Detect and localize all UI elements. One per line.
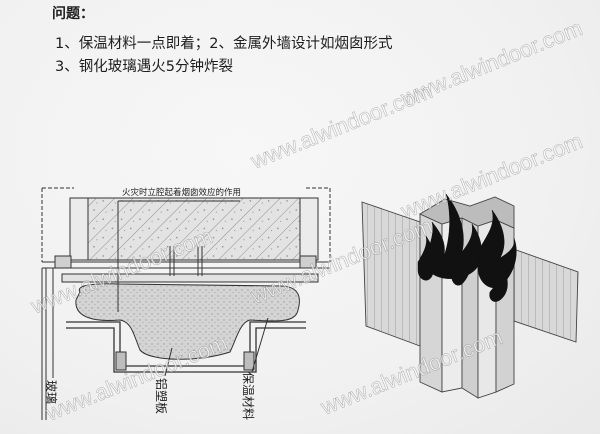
- issue-line-2: 3、钢化玻璃遇火5分钟炸裂: [55, 59, 233, 75]
- label-insulation: 保温材料: [241, 372, 255, 421]
- concrete-slab: [87, 197, 301, 261]
- label-leaders: [52, 268, 269, 378]
- glass-panel-right: [504, 245, 579, 343]
- steel-angle: [61, 273, 319, 283]
- chimney-effect-callout: 火灾时立腔起着烟囱效应的作用: [122, 188, 242, 198]
- callout-leader: [117, 200, 240, 312]
- aluminum-composite-panel: [66, 321, 306, 373]
- label-aluminum-panel: 铝塑板: [154, 378, 168, 415]
- isometric-drawing: [361, 193, 579, 399]
- glass-line: [41, 268, 47, 420]
- glass-panel-left: [361, 201, 421, 347]
- insulation-fill: [75, 283, 300, 360]
- issue-line-1: 1、保温材料一点即着；2、金属外墙设计如烟囱形式: [55, 36, 393, 52]
- slab-edge-profile: [69, 197, 319, 261]
- fire-icon: [417, 193, 517, 302]
- panel-bracket-right: [243, 351, 255, 371]
- right-gasket: [299, 255, 317, 269]
- panel-bracket-left: [115, 351, 127, 371]
- building-outline: [41, 187, 331, 262]
- floor-line: [42, 261, 330, 269]
- page-heading: 问题：: [52, 6, 94, 22]
- anchor-bolts: [169, 246, 203, 276]
- label-glass: 玻璃: [44, 380, 58, 405]
- left-gasket: [54, 255, 72, 269]
- section-drawing: [41, 187, 331, 420]
